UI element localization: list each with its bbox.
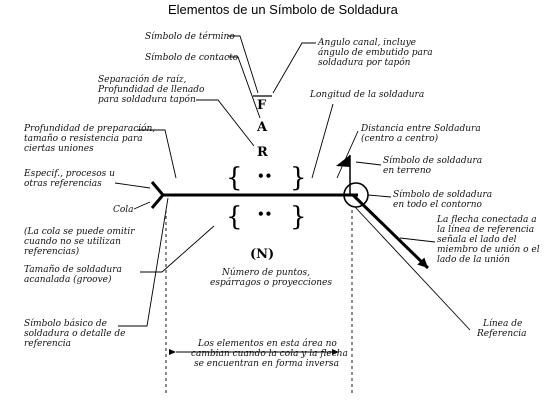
diagram-title: Elementos de un Símbolo de Soldadura <box>168 2 399 17</box>
label-separacion-raiz: Separación de raíz, Profundidad de llena… <box>97 74 207 105</box>
leader-flecha <box>399 237 436 243</box>
label-simbolo-basico: Símbolo básico de soldadura o detalle de… <box>24 318 128 349</box>
right-brace-bottom: } <box>290 202 307 232</box>
label-profundidad-preparacion: Profundidad de preparación, tamaño o res… <box>23 123 158 154</box>
label-cola-omitir: (La cola se puede omitir cuando no se ut… <box>24 226 137 257</box>
leader-terreno <box>355 161 382 166</box>
field-weld-flag-icon <box>336 155 350 167</box>
label-tamano-soldadura: Tamaño de soldadura acanalada (groove) <box>24 265 125 285</box>
leader-simbolo-basico <box>118 197 169 327</box>
leader-especif <box>114 182 151 189</box>
arrow-line <box>351 193 430 270</box>
left-brace-top: { <box>226 163 243 193</box>
label-longitud: Longitud de la soldadura <box>309 90 424 100</box>
label-simbolo-contacto: Símbolo de contacto <box>145 52 239 63</box>
leader-angulo-canal <box>272 42 316 94</box>
left-brace-bottom: { <box>226 202 243 232</box>
dots-bottom: •• <box>257 207 272 221</box>
label-distancia: Distancia entre Soldadura (centro a cent… <box>360 124 484 144</box>
label-angulo-canal: Angulo canal, incluye ángulo de embutido… <box>317 38 435 68</box>
leader-separacion-raiz <box>196 99 255 147</box>
leader-cola <box>133 201 151 210</box>
right-brace-top: } <box>290 163 307 193</box>
leader-distancia <box>336 130 359 179</box>
tail-symbol <box>150 181 165 209</box>
leader-tamano <box>140 225 215 273</box>
leader-contorno <box>367 194 392 198</box>
label-elementos-area: Los elementos en esta área no cambian cu… <box>191 338 351 369</box>
symbol-f: F <box>257 98 267 113</box>
label-terreno: Símbolo de soldadura en terreno <box>383 155 485 176</box>
leader-linea-referencia <box>354 206 471 331</box>
label-linea-referencia: Línea de Referencia <box>476 318 526 339</box>
label-simbolo-termino: Símbolo de término <box>145 31 235 42</box>
leader-longitud <box>311 103 334 179</box>
symbol-a: A <box>256 120 268 135</box>
label-especif: Especif., procesos u otras referencias <box>23 169 118 189</box>
dots-top: •• <box>257 169 272 183</box>
label-cola: Cola <box>113 205 134 215</box>
symbol-n: (N) <box>250 247 274 262</box>
symbol-r: R <box>257 145 268 160</box>
label-numero-puntos: Número de puntos, espárragos o proyeccio… <box>210 267 332 288</box>
leader-simbolo-contacto <box>228 56 261 119</box>
leader-simbolo-termino <box>228 35 259 94</box>
label-contorno: Símbolo de soldadura en todo el contorno <box>393 189 495 210</box>
label-flecha-conectada: La flecha conectada a la línea de refere… <box>436 215 542 265</box>
leader-profundidad <box>137 129 177 179</box>
